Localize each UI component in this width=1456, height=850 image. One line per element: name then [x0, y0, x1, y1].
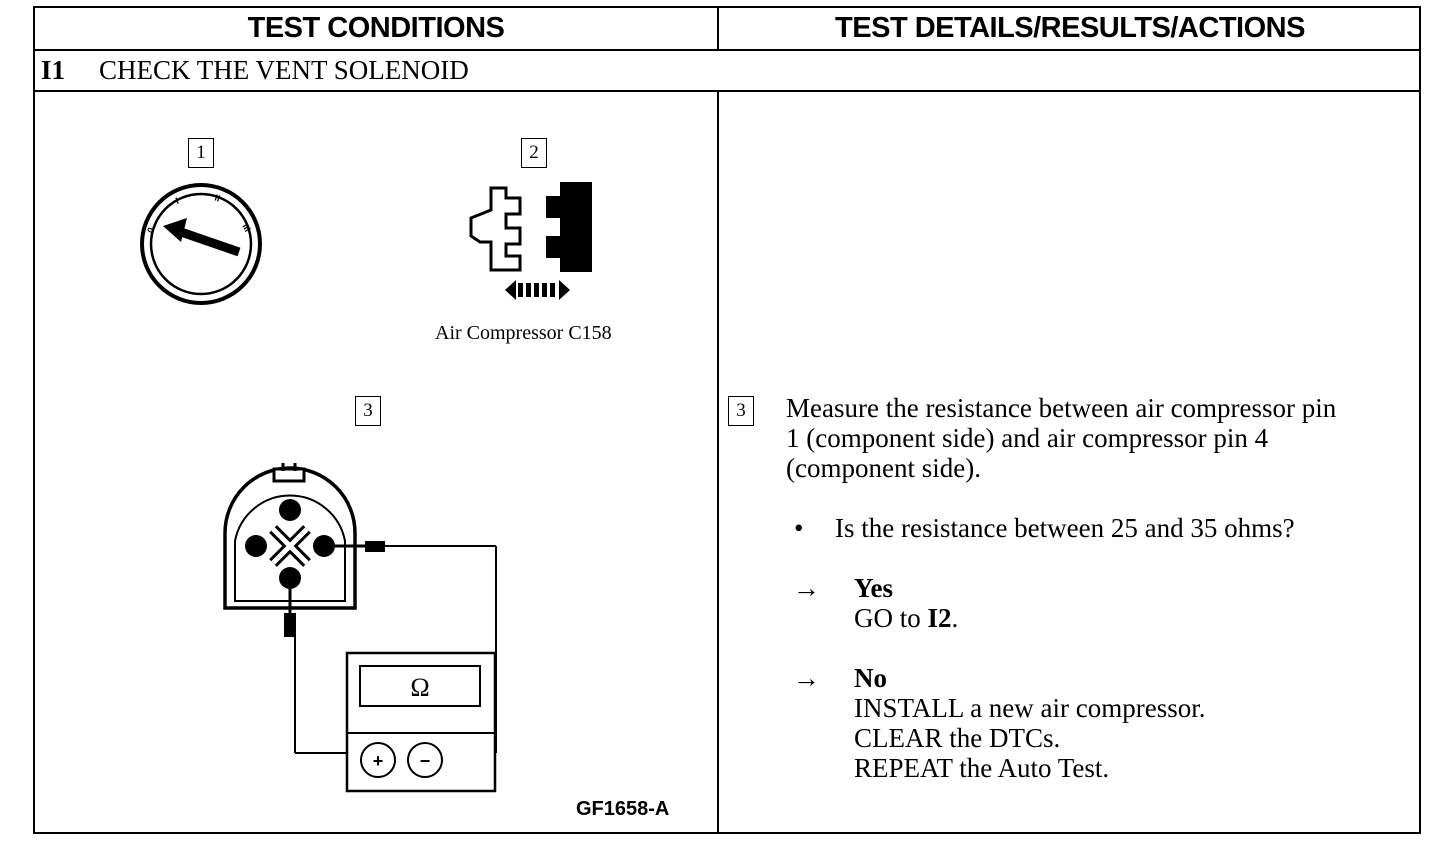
no-arrow: →	[793, 663, 820, 693]
bullet: •	[794, 513, 804, 543]
meter-minus-terminal: −	[420, 751, 431, 771]
connector-label: Air Compressor C158	[435, 322, 612, 344]
instruction-line-1: Measure the resistance between air compr…	[786, 393, 1337, 423]
no-action-2: CLEAR the DTCs.	[854, 723, 1061, 753]
yes-action-prefix: GO to	[854, 603, 928, 633]
header-test-details: TEST DETAILS/RESULTS/ACTIONS	[835, 12, 1305, 44]
yes-action: GO to I2.	[854, 603, 958, 633]
instruction-line-3: (component side).	[786, 453, 981, 483]
callout-3: 3	[355, 396, 381, 426]
connector-disconnect-icon	[469, 182, 592, 300]
ignition-mark-2: II	[213, 192, 221, 203]
instruction-line-2: 1 (component side) and air compressor pi…	[786, 423, 1269, 453]
step-id: I1	[41, 55, 66, 85]
meter-plus-terminal: +	[373, 751, 384, 771]
yes-action-target: I2	[927, 603, 952, 633]
callout-1: 1	[188, 138, 214, 168]
test-procedure-table: TEST CONDITIONS TEST DETAILS/RESULTS/ACT…	[33, 6, 1421, 834]
header-row: TEST CONDITIONS TEST DETAILS/RESULTS/ACT…	[35, 8, 1419, 51]
no-action-1: INSTALL a new air compressor.	[854, 693, 1206, 723]
detail-callout-3: 3	[728, 396, 754, 426]
no-label: No	[854, 663, 887, 693]
ignition-switch-icon: 0 I II III	[140, 183, 262, 305]
callout-2: 2	[521, 138, 547, 168]
ignition-mark-1: I	[174, 196, 180, 206]
column-divider	[717, 8, 719, 49]
question: Is the resistance between 25 and 35 ohms…	[835, 513, 1295, 543]
ignition-mark-3: III	[240, 222, 252, 234]
no-action-3: REPEAT the Auto Test.	[854, 753, 1110, 783]
column-divider-body	[717, 92, 719, 834]
ohm-symbol: Ω	[410, 673, 429, 702]
ohmmeter-circuit-diagram: Ω + −	[223, 463, 497, 793]
step-title: CHECK THE VENT SOLENOID	[99, 55, 469, 85]
step-title-row: I1 CHECK THE VENT SOLENOID	[35, 49, 1419, 92]
figure-id: GF1658-A	[576, 798, 670, 820]
yes-label: Yes	[854, 573, 893, 603]
yes-action-suffix: .	[951, 603, 959, 633]
ignition-mark-0: 0	[145, 226, 156, 235]
yes-arrow: →	[793, 573, 820, 603]
header-test-conditions: TEST CONDITIONS	[247, 12, 505, 44]
